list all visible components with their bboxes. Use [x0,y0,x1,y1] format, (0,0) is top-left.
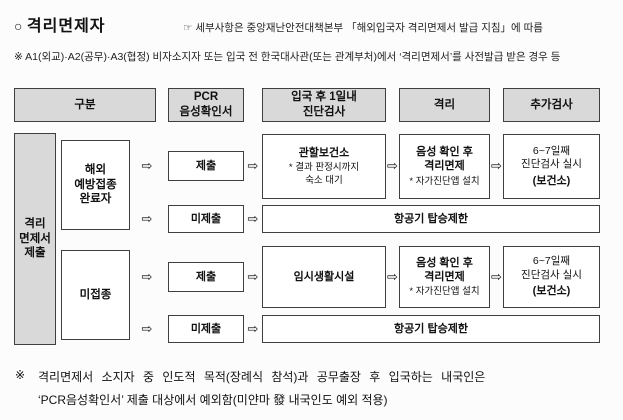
group2-label: 미접종 [61,250,130,340]
flow-arrow-icon: ⇨ [387,158,398,173]
header-gubun: 구분 [14,88,156,122]
g1-quarantine-box: 음성 확인 후 격리면제 * 자가진단앱 설치 [399,134,490,199]
flow-arrow-icon: ⇨ [247,211,259,226]
footer-text-line2: ‘PCR음성확인서’ 제출 대상에서 예외함(미얀마 發 내국인도 예외 적용) [38,393,388,407]
title-bullet-icon: ○ [14,18,23,34]
left-category-label: 격리 면제서 제출 [14,133,56,345]
g2-pcr-submit-box: 제출 [168,262,244,292]
g1-test-main: 관할보건소 [298,147,350,159]
g2-pcr-nosubmit-box: 미제출 [168,315,244,343]
flow-arrow-icon: ⇨ [141,158,153,173]
flow-arrow-icon: ⇨ [247,321,259,336]
g2-extra-box: 6~7일째 진단검사 실시 (보건소) [503,246,600,308]
footer-text-line1: 격리면제서 소지자 중 인도적 목적(장례식 참석)과 공무출장 후 입국하는 … [38,370,486,384]
g1-pcr-submit-box: 제출 [168,151,244,181]
flow-arrow-icon: ⇨ [387,269,398,284]
title-note: ☞ 세부사항은 중앙재난안전대책본부 「해외입국자 격리면제서 발급 지침」에 … [183,22,543,34]
g2-quarantine-sub: * 자가진단앱 설치 [409,286,480,298]
g2-extra-main: 6~7일째 진단검사 실시 [521,255,582,281]
page-title: 격리면제자 [26,18,106,35]
g1-quarantine-sub: * 자가진단앱 설치 [409,175,480,187]
g1-boarding-restriction-box: 항공기 탑승제한 [262,205,600,233]
footer-mark: ※ [15,368,26,382]
g1-extra-sub: (보건소) [532,174,571,187]
page-title-row: ○ 격리면제자 [14,12,106,36]
g1-test-sub: * 결과 판정시까지 숙소 대기 [288,162,360,186]
g2-quarantine-box: 음성 확인 후 격리면제 * 자가진단앱 설치 [399,246,490,308]
group1-label: 해외 예방접종 완료자 [61,140,130,230]
flow-arrow-icon: ⇨ [141,321,153,336]
header-extra: 추가검사 [503,88,600,122]
g1-extra-box: 6~7일째 진단검사 실시 (보건소) [503,134,600,199]
g1-extra-main: 6~7일째 진단검사 실시 [521,144,582,171]
g2-extra-sub: (보건소) [532,285,571,298]
g2-test-main: 임시생활시설 [293,270,355,283]
header-quarantine: 격리 [399,88,490,122]
header-test: 입국 후 1일내 진단검사 [262,88,386,122]
g2-quarantine-main: 음성 확인 후 격리면제 [416,256,473,283]
g1-quarantine-main: 음성 확인 후 격리면제 [416,146,473,173]
flow-arrow-icon: ⇨ [141,211,153,226]
g2-boarding-restriction-box: 항공기 탑승제한 [262,315,600,343]
g1-pcr-nosubmit-box: 미제출 [168,205,244,233]
g2-test-box: 임시생활시설 [262,246,386,308]
flow-arrow-icon: ⇨ [491,269,502,284]
flow-arrow-icon: ⇨ [247,158,259,173]
flow-arrow-icon: ⇨ [491,158,502,173]
g1-test-box: 관할보건소 * 결과 판정시까지 숙소 대기 [262,134,386,199]
subtitle-note: ※ A1(외교)·A2(공무)·A3(협정) 비자소지자 또는 입국 전 한국대… [14,51,561,63]
header-pcr: PCR 음성확인서 [168,88,244,122]
flow-arrow-icon: ⇨ [247,269,259,284]
flow-arrow-icon: ⇨ [141,269,153,284]
